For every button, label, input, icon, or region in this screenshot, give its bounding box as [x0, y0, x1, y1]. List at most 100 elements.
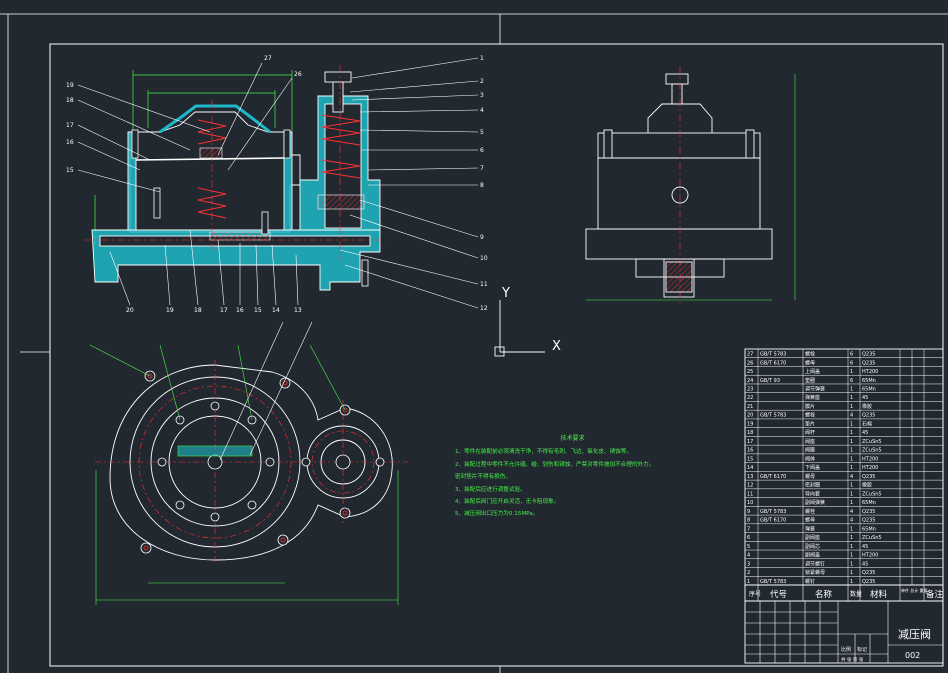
bom-cell-material: 65Mn	[862, 387, 876, 393]
bom-header-weight: 单件 总计 重量	[901, 587, 928, 593]
bom-cell-name: 阀体	[805, 455, 815, 462]
bom-cell-no: 5	[747, 544, 750, 550]
front-section-view: 1 2 3 4 5 6 7 8 9 10 11 12 19 18 17 16 1…	[66, 55, 488, 314]
bom-cell-code: GB/T 5783	[760, 509, 786, 515]
bom-cell-qty: 1	[850, 579, 853, 585]
bom-cell-material: 橡胶	[862, 482, 872, 489]
bom-cell-name: 螺母	[805, 517, 815, 524]
bom-header-qty: 数量	[850, 590, 862, 598]
bom-cell-material: HT200	[862, 456, 878, 462]
bom-cell-material: Q235	[862, 509, 875, 515]
bom-cell-no: 11	[747, 491, 753, 497]
bom-cell-qty: 1	[850, 561, 853, 567]
balloon-2: 2	[480, 78, 484, 85]
bom-cell-no: 8	[747, 518, 750, 524]
bom-cell-material: Q235	[862, 518, 875, 524]
balloon-left-18: 18	[66, 97, 74, 104]
bom-cell-qty: 1	[850, 465, 853, 471]
balloon-6: 6	[480, 147, 484, 154]
balloon-left-15: 15	[66, 167, 74, 174]
title-mark-label: 标记	[857, 646, 867, 653]
bom-cell-name: 螺钉	[805, 578, 815, 585]
bom-cell-material: 45	[862, 561, 868, 567]
title-scale-label: 比例	[841, 646, 851, 653]
bom-header-no: 序号	[749, 590, 761, 598]
bom-cell-no: 16	[747, 448, 753, 454]
ucs-axis-icon: Y X	[494, 286, 561, 357]
valve-seat-hatch	[209, 231, 271, 241]
bom-cell-no: 23	[747, 387, 753, 393]
top-view	[89, 321, 408, 605]
bom-cell-code: GB/T 5783	[760, 579, 786, 585]
bom-cell-material: HT200	[862, 465, 878, 471]
bom-cell-qty: 1	[850, 491, 853, 497]
bom-cell-no: 1	[747, 579, 750, 585]
bom-cell-name: 螺母	[805, 473, 815, 480]
bom-cell-code: GB/T 5783	[760, 413, 786, 419]
bom-cell-name: 弹簧座	[805, 394, 820, 401]
bom-cell-name: 垫圈	[805, 377, 815, 384]
balloon-left-16: 16	[66, 139, 74, 146]
bom-cell-material: Q235	[862, 474, 875, 480]
bom-cell-no: 18	[747, 430, 753, 436]
bom-cell-no: 7	[747, 526, 750, 532]
flange-bolts	[131, 129, 369, 287]
axis-y-label: Y	[501, 286, 510, 301]
balloon-1: 1	[480, 55, 484, 62]
bom-cell-qty: 1	[850, 570, 853, 576]
bom-cell-code: GB/T 6170	[760, 360, 786, 366]
bom-cell-qty: 1	[850, 500, 853, 506]
balloon-bottom-13: 13	[294, 307, 302, 314]
tech-note-line-4: 3、装配后应进行调整试验。	[455, 486, 526, 493]
balloon-26: 26	[294, 71, 302, 78]
bom-cell-qty: 4	[850, 509, 853, 515]
tech-note-line-6: 5、减压阀出口压力为0.15MPa。	[455, 511, 539, 518]
balloon-labels-top-mid: 27 26	[264, 55, 302, 78]
bom-cell-material: 65Mn	[862, 526, 876, 532]
bom-cell-qty: 1	[850, 535, 853, 541]
bom-cell-material: 65Mn	[862, 500, 876, 506]
bom-cell-name: 调节弹簧	[805, 386, 825, 393]
bom-cell-name: 螺母	[805, 359, 815, 366]
bom-cell-name: 副阀芯	[805, 543, 820, 550]
bom-cell-qty: 1	[850, 421, 853, 427]
bom-cell-name: 副阀弹簧	[805, 499, 825, 506]
top-view-bolts	[140, 370, 385, 554]
bom-cell-no: 2	[747, 570, 750, 576]
balloon-8: 8	[480, 182, 484, 189]
axis-x-label: X	[552, 339, 561, 354]
bom-cell-material: ZCuSn5	[862, 535, 882, 541]
bom-cell-code: GB/T 93	[760, 378, 780, 384]
bom-cell-material: Q235	[862, 413, 875, 419]
bom-cell-no: 6	[747, 535, 750, 541]
bom-header-name: 名称	[815, 589, 833, 600]
bom-cell-no: 19	[747, 421, 753, 427]
bom-cell-no: 15	[747, 456, 753, 462]
bom-cell-name: 副阀盖	[805, 552, 820, 559]
tech-note-line-2: 2、装配过程中零件不允许磕、碰、划伤和锈蚀，严禁对零件施加不合理的外力。	[455, 461, 655, 468]
bom-cell-material: ZCuSn5	[862, 439, 882, 445]
bom-cell-qty: 1	[850, 439, 853, 445]
balloon-bottom-20: 20	[126, 307, 134, 314]
bom-cell-qty: 6	[850, 378, 853, 384]
bom-cell-name: 上阀盖	[805, 368, 820, 375]
balloon-4: 4	[480, 107, 484, 114]
balloon-5: 5	[480, 129, 484, 136]
balloon-11: 11	[480, 281, 488, 288]
balloon-3: 3	[480, 92, 484, 99]
balloon-left-19: 19	[66, 82, 74, 89]
bom-header-remark: 备注	[926, 589, 944, 600]
bom-cell-qty: 1	[850, 395, 853, 401]
bom-cell-material: Q235	[862, 579, 875, 585]
bom-cell-qty: 1	[850, 544, 853, 550]
bom-cell-name: 密封圈	[805, 482, 820, 489]
bom-cell-no: 24	[747, 378, 753, 384]
balloon-bottom-16: 16	[236, 307, 244, 314]
diaphragm	[135, 157, 285, 161]
bom-cell-no: 17	[747, 439, 753, 445]
bom-cell-qty: 6	[850, 352, 853, 358]
bom-cell-material: 45	[862, 544, 868, 550]
tech-notes-title: 技术要求	[560, 435, 585, 442]
balloon-labels-left: 19 18 17 16 15	[66, 82, 74, 174]
